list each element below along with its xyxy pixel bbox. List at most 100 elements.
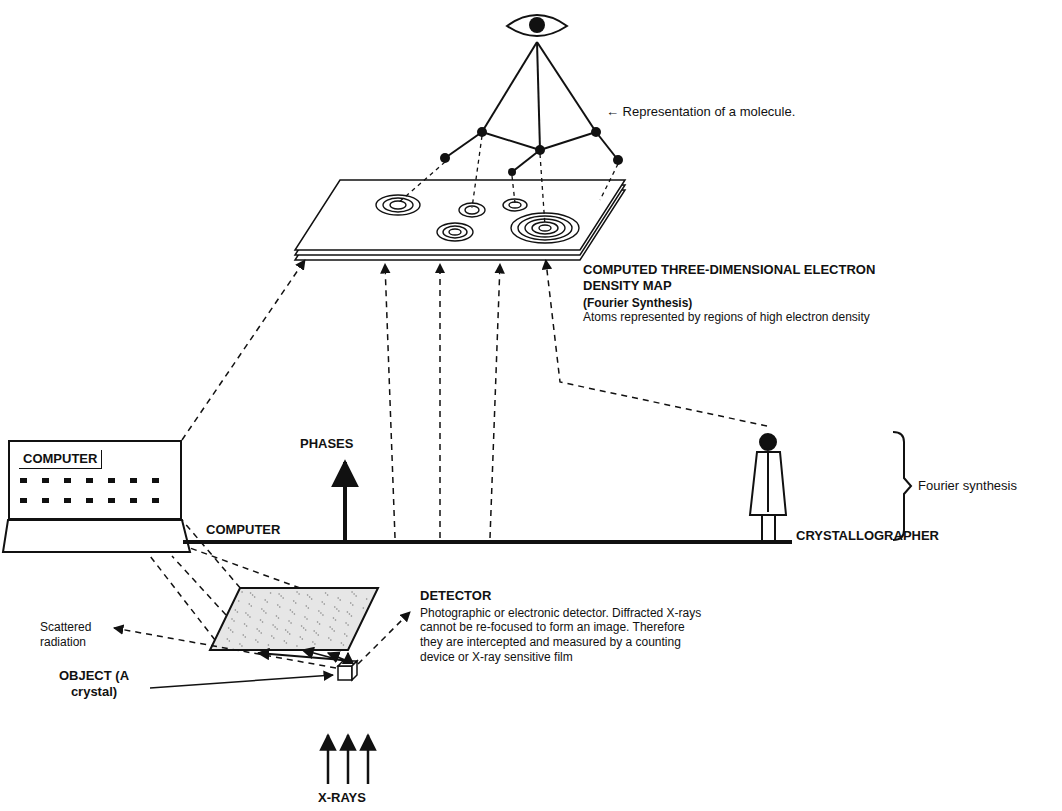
film-grain bbox=[304, 616, 306, 618]
film-grain bbox=[352, 604, 354, 606]
film-grain bbox=[266, 601, 268, 603]
film-grain bbox=[329, 626, 331, 628]
film-grain bbox=[241, 591, 243, 593]
film-grain bbox=[245, 612, 247, 614]
film-grain bbox=[254, 596, 256, 598]
film-grain bbox=[311, 598, 313, 600]
film-grain bbox=[262, 621, 264, 623]
film-grain bbox=[334, 606, 336, 608]
film-grain bbox=[330, 639, 332, 641]
film-grain bbox=[344, 633, 346, 635]
node-heading: COMPUTED THREE-DIMENSIONAL ELECTRON DENS… bbox=[583, 262, 913, 294]
film-grain bbox=[260, 619, 262, 621]
film-grain bbox=[308, 607, 310, 609]
molecule bbox=[398, 127, 623, 226]
detector-plate bbox=[210, 588, 378, 650]
film-grain bbox=[313, 630, 315, 632]
film-grain bbox=[273, 637, 275, 639]
film-grain bbox=[264, 599, 266, 601]
film-grain bbox=[309, 596, 311, 598]
film-grain bbox=[265, 612, 267, 614]
step-label: COMPUTER bbox=[206, 522, 280, 538]
key-dot bbox=[108, 498, 115, 503]
film-grain bbox=[229, 640, 231, 642]
film-grain bbox=[230, 629, 232, 631]
text-group: DETECTORPhotographic or electronic detec… bbox=[420, 588, 710, 664]
film-grain bbox=[248, 603, 250, 605]
key-dot bbox=[42, 498, 49, 503]
callout-text: ← Representation of a molecule. bbox=[606, 104, 795, 120]
film-grain bbox=[261, 608, 263, 610]
film-grain bbox=[276, 628, 278, 630]
film-grain bbox=[341, 642, 343, 644]
key-dot bbox=[130, 478, 137, 483]
film-grain bbox=[252, 594, 254, 596]
film-grain bbox=[280, 595, 282, 597]
connector-arrow bbox=[182, 260, 305, 440]
film-grain bbox=[347, 611, 349, 613]
film-grain bbox=[274, 626, 276, 628]
film-grain bbox=[353, 593, 355, 595]
detector: DETECTORPhotographic or electronic detec… bbox=[210, 588, 378, 650]
film-grain bbox=[292, 611, 294, 613]
film-grain bbox=[285, 629, 287, 631]
film-grain bbox=[317, 621, 319, 623]
film-grain bbox=[322, 614, 324, 616]
key-dot bbox=[20, 478, 27, 483]
density-map: COMPUTED THREE-DIMENSIONAL ELECTRON DENS… bbox=[295, 180, 625, 260]
film-grain bbox=[268, 644, 270, 646]
film-grain bbox=[298, 593, 300, 595]
contours bbox=[376, 195, 579, 243]
film-grain bbox=[302, 638, 304, 640]
film-grain bbox=[318, 610, 320, 612]
bracket bbox=[893, 432, 911, 540]
key-dot bbox=[20, 498, 27, 503]
film-grain bbox=[328, 637, 330, 639]
film-grain bbox=[250, 605, 252, 607]
crystal-object: OBJECT (A crystal) bbox=[338, 662, 357, 680]
film-grain bbox=[287, 631, 289, 633]
key-dot bbox=[152, 478, 159, 483]
film-grain bbox=[233, 620, 235, 622]
film-grain bbox=[314, 643, 316, 645]
film-grain bbox=[305, 629, 307, 631]
film-grain bbox=[290, 609, 292, 611]
node-body: Photographic or electronic detector. Dif… bbox=[420, 606, 710, 665]
film-grain bbox=[227, 638, 229, 640]
film-grain bbox=[286, 642, 288, 644]
film-grain bbox=[350, 602, 352, 604]
eye bbox=[507, 15, 567, 36]
source-label: X-RAYS bbox=[318, 790, 366, 806]
film-grain bbox=[249, 616, 251, 618]
film-grain bbox=[239, 643, 241, 645]
film-grain bbox=[238, 600, 240, 602]
film-grain bbox=[306, 618, 308, 620]
film-grain bbox=[321, 601, 323, 603]
film-grain bbox=[315, 632, 317, 634]
crystal bbox=[338, 661, 357, 680]
film-grain bbox=[228, 627, 230, 629]
film-grain bbox=[319, 623, 321, 625]
dashed-rays bbox=[114, 548, 410, 668]
node-body: (Fourier Synthesis) bbox=[583, 296, 913, 311]
film-grain bbox=[257, 641, 259, 643]
crystallographer-figure bbox=[750, 434, 786, 540]
film-grain bbox=[247, 614, 249, 616]
film-grain bbox=[242, 634, 244, 636]
film-grain bbox=[335, 619, 337, 621]
film-grain bbox=[277, 604, 279, 606]
film-grain bbox=[363, 607, 365, 609]
film-grain bbox=[312, 641, 314, 643]
film-grain bbox=[351, 591, 353, 593]
key-dot bbox=[64, 478, 71, 483]
film-grain bbox=[351, 615, 353, 617]
key-dot bbox=[130, 498, 137, 503]
film-grain bbox=[278, 617, 280, 619]
key-dot bbox=[108, 478, 115, 483]
node-body: Atoms represented by regions of high ele… bbox=[583, 310, 913, 325]
node-heading: OBJECT (A crystal) bbox=[38, 668, 150, 700]
xray-arrows bbox=[328, 735, 368, 784]
film-grain bbox=[323, 603, 325, 605]
